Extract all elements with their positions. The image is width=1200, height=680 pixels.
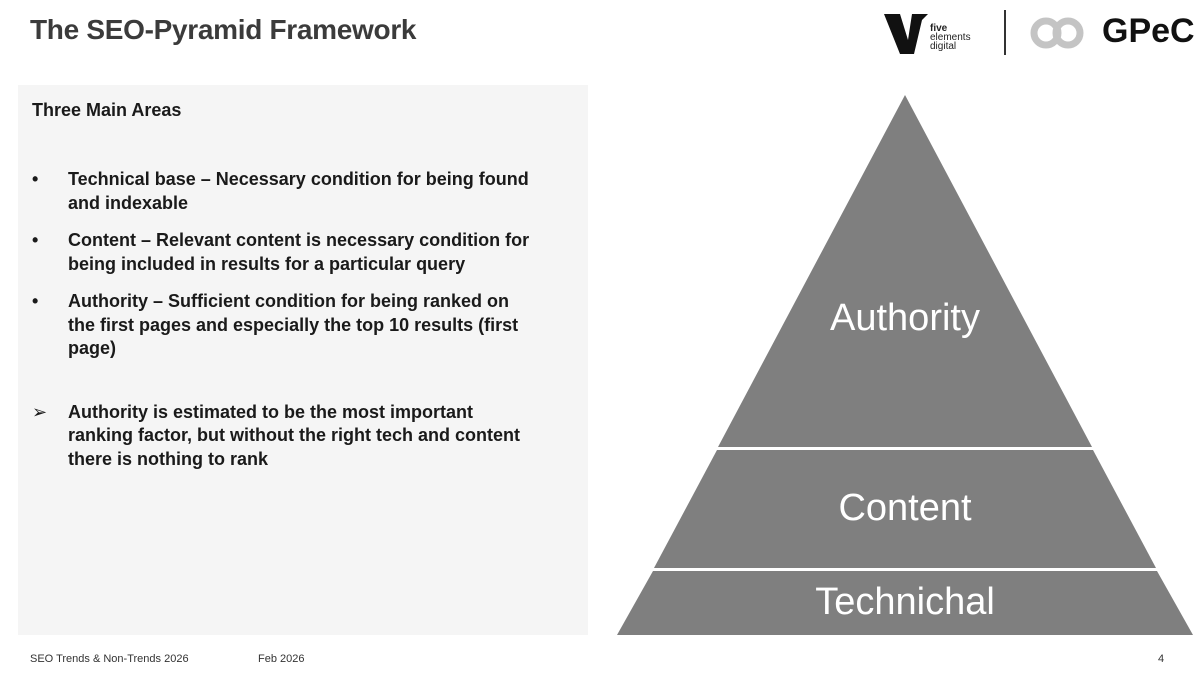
pyramid-level-content bbox=[654, 450, 1156, 568]
page-number: 4 bbox=[1158, 653, 1165, 665]
bullet-icon: • bbox=[32, 291, 39, 311]
pyramid-level-authority bbox=[718, 95, 1092, 447]
bullet-icon: • bbox=[32, 230, 39, 250]
pyramid-label-authority: Authority bbox=[830, 297, 980, 339]
bullet-text: Technical base – Necessary condition for… bbox=[68, 169, 529, 213]
gpec-symbol-icon bbox=[1030, 17, 1084, 49]
conclusion-text: Authority is estimated to be the most im… bbox=[68, 401, 520, 469]
pyramid-label-technical: Technichal bbox=[815, 581, 995, 623]
list-item: • Content – Relevant content is necessary… bbox=[32, 229, 532, 276]
bullet-icon: • bbox=[32, 169, 39, 189]
panel-heading: Three Main Areas bbox=[32, 100, 182, 120]
gpec-logo-text: GPeC bbox=[1102, 12, 1195, 50]
bullet-text: Content – Relevant content is necessary … bbox=[68, 230, 530, 274]
arrow-bullet-icon: ➢ bbox=[32, 401, 48, 422]
conclusion-item: ➢ Authority is estimated to be the most i… bbox=[32, 401, 532, 472]
logo-text-five: five bbox=[930, 23, 948, 34]
list-item: • Technical base – Necessary condition fo… bbox=[32, 168, 532, 215]
pyramid-label-content: Content bbox=[838, 487, 972, 529]
logo-divider bbox=[1004, 10, 1006, 55]
list-item: • Authority – Sufficient condition for be… bbox=[32, 290, 532, 361]
bullet-list: • Technical base – Necessary condition fo… bbox=[32, 168, 532, 485]
footer-date: Feb 2026 bbox=[258, 653, 305, 665]
footer-title: SEO Trends & Non-Trends 2026 bbox=[30, 653, 189, 665]
slide-title: The SEO-Pyramid Framework bbox=[30, 14, 417, 45]
v-logo-icon bbox=[884, 14, 928, 54]
logo-text-digital: digital bbox=[930, 41, 957, 52]
bullet-text: Authority – Sufficient condition for bei… bbox=[68, 291, 519, 358]
five-elements-digital-logo: five elements digital bbox=[884, 10, 971, 63]
content-panel bbox=[18, 85, 588, 635]
pyramid-level-technical bbox=[617, 571, 1193, 635]
logo-text-elements: elements bbox=[930, 32, 971, 43]
